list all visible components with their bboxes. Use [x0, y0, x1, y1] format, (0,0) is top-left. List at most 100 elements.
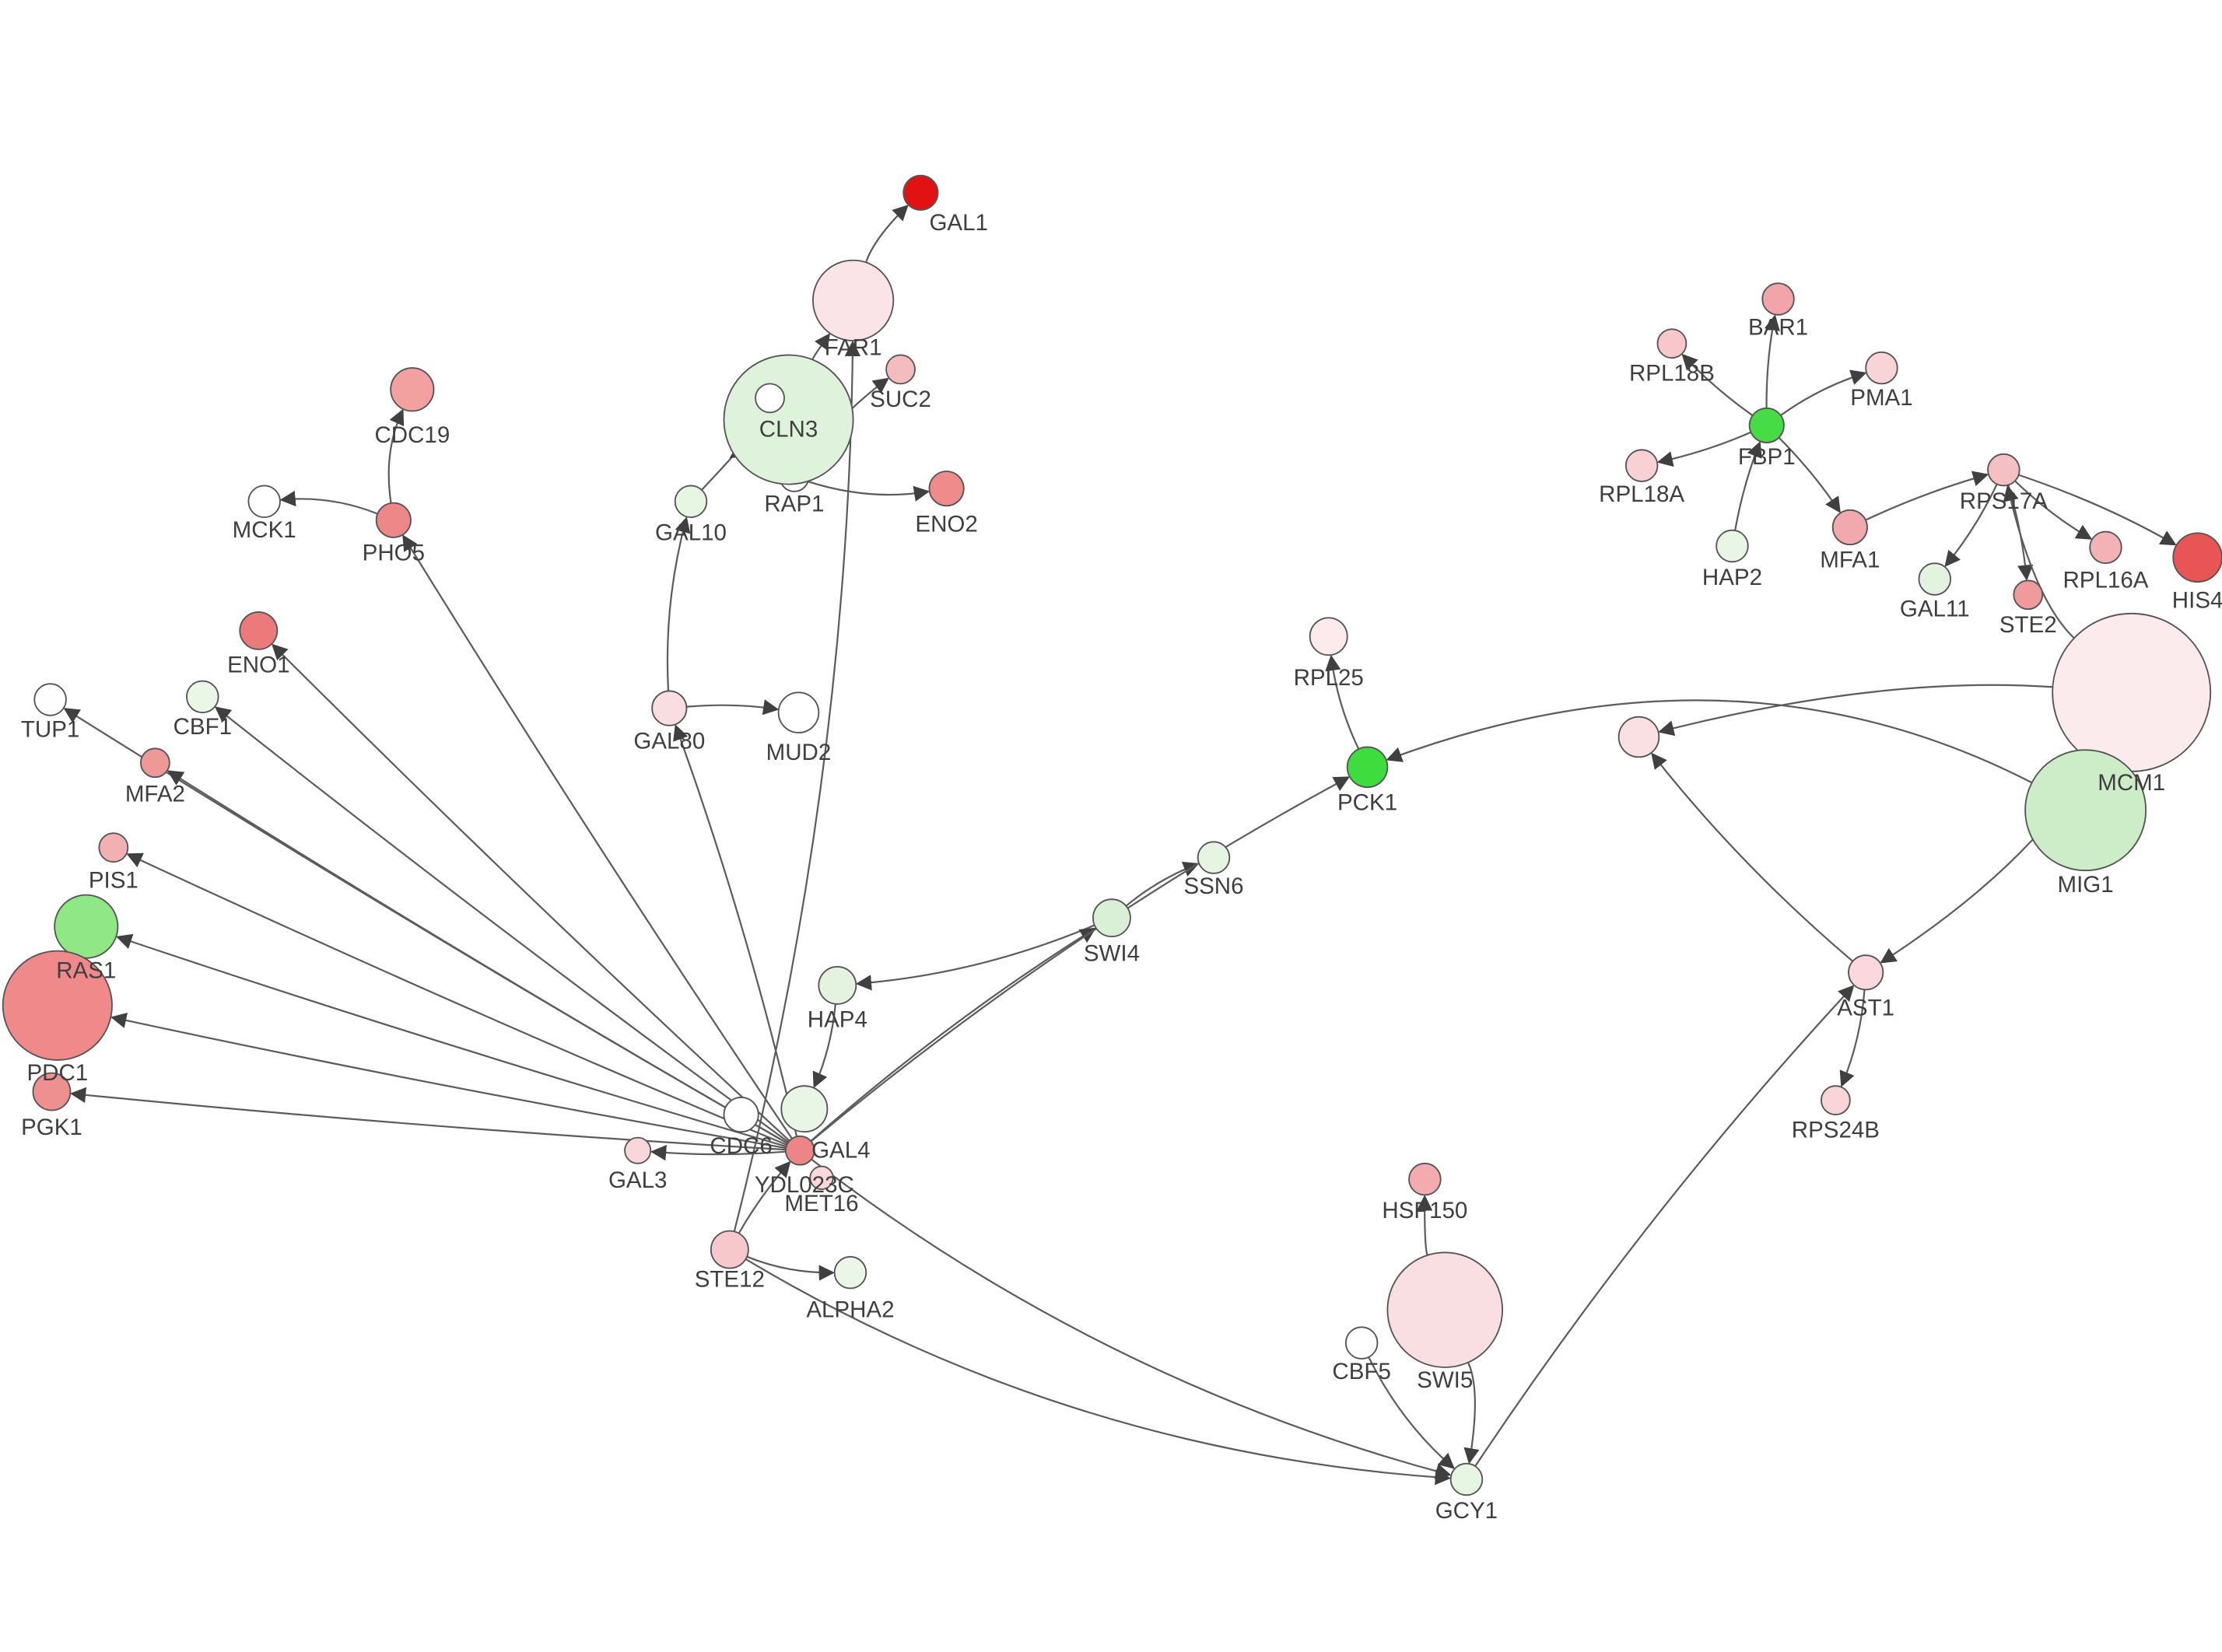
node-RPL18A[interactable]	[1624, 449, 1659, 482]
node-GAL11[interactable]	[1918, 562, 1951, 596]
node-GCY1[interactable]	[1449, 1462, 1484, 1496]
node-MCM1[interactable]	[2052, 612, 2212, 772]
node-SWI5[interactable]	[1386, 1251, 1503, 1368]
node-MFA1[interactable]	[1831, 509, 1868, 546]
edge-AST1-N1	[1651, 752, 1854, 962]
edge-MCM1-RPS17A	[2003, 485, 2075, 639]
edges-layer	[63, 205, 2177, 1486]
edge-FBP1-BAR1	[1764, 314, 1780, 408]
node-label-GAL3: GAL3	[608, 1167, 667, 1193]
node-label-ENO2: ENO2	[915, 512, 977, 537]
node-PDC1[interactable]	[2, 950, 113, 1061]
node-CDC19[interactable]	[390, 367, 435, 412]
node-CDC6[interactable]	[723, 1097, 759, 1133]
node-CLN3[interactable]	[723, 354, 854, 485]
node-ALPHA2[interactable]	[833, 1255, 867, 1290]
edge-HAP2-FBP1	[1734, 441, 1762, 531]
node-FBP1[interactable]	[1748, 407, 1785, 443]
edge-GAL4-CBF1	[214, 706, 790, 1143]
node-PHO5[interactable]	[375, 502, 412, 538]
node-ENO1[interactable]	[239, 611, 279, 650]
node-RPS24B[interactable]	[1821, 1085, 1851, 1116]
node-AST1[interactable]	[1848, 954, 1884, 991]
node-label-MUD2: MUD2	[766, 740, 832, 765]
node-MCK1[interactable]	[247, 485, 281, 519]
node-CBF5[interactable]	[1344, 1326, 1379, 1360]
node-TUP1[interactable]	[33, 683, 67, 716]
nodes-layer	[2, 174, 2222, 1496]
node-MUD2[interactable]	[777, 691, 820, 733]
edge-GAL4-PHO5	[402, 534, 793, 1139]
node-label-SSN6: SSN6	[1183, 873, 1243, 899]
node-label-ALPHA2: ALPHA2	[806, 1297, 894, 1322]
node-PIS1[interactable]	[98, 832, 129, 863]
node-label-RPL18B: RPL18B	[1629, 361, 1715, 387]
node-label-SUC2: SUC2	[870, 387, 931, 412]
node-STE12[interactable]	[710, 1230, 749, 1269]
edge-GAL4-RAS1	[116, 933, 787, 1148]
node-GAL80[interactable]	[651, 690, 688, 726]
node-label-PIS1: PIS1	[89, 867, 138, 893]
node-BAR1[interactable]	[1761, 282, 1795, 316]
edge-STE12-GCY1	[745, 1258, 1451, 1486]
node-GAL10[interactable]	[674, 485, 708, 519]
node-HSP150[interactable]	[1408, 1162, 1442, 1196]
edge-STE12-ALPHA2	[746, 1255, 835, 1281]
node-GAL3[interactable]	[624, 1136, 652, 1164]
edge-SWI5-HSP150	[1416, 1195, 1433, 1256]
edge-FBP1-RPL18A	[1656, 431, 1751, 467]
node-label-HIS4: HIS4	[2172, 587, 2222, 613]
node-YDL023C[interactable]	[780, 1085, 829, 1133]
node-RPL18B[interactable]	[1656, 328, 1688, 359]
node-RPS17A[interactable]	[1987, 453, 2020, 487]
node-FAR1[interactable]	[812, 259, 895, 341]
node-label-MFA1: MFA1	[1820, 548, 1880, 573]
edge-FBP1-MFA1	[1778, 436, 1841, 513]
node-MET16[interactable]	[809, 1165, 834, 1191]
node-label-CLN3: CLN3	[759, 417, 818, 443]
node-label-AST1: AST1	[1837, 996, 1894, 1021]
node-PGK1[interactable]	[32, 1072, 72, 1111]
node-ENO2[interactable]	[928, 471, 965, 507]
node-SSN6[interactable]	[1197, 841, 1231, 874]
edge-HAP4-YDL023C	[812, 1003, 837, 1089]
node-label-FBP1: FBP1	[1738, 444, 1796, 470]
node-label-RPL16A: RPL16A	[2063, 568, 2148, 593]
node-HAP2[interactable]	[1716, 529, 1749, 563]
node-GAL4[interactable]	[784, 1135, 815, 1166]
node-label-CDC6: CDC6	[710, 1133, 772, 1159]
node-label-BAR1: BAR1	[1748, 315, 1808, 341]
node-PCK1[interactable]	[1346, 746, 1389, 789]
node-label-PDC1: PDC1	[26, 1060, 88, 1086]
edge-MCM1-N1	[1658, 684, 2053, 737]
node-RAS1[interactable]	[54, 894, 119, 959]
edge-GAL4-MFA2	[166, 770, 788, 1144]
node-HIS4[interactable]	[2172, 532, 2222, 583]
node-HAP4[interactable]	[818, 966, 857, 1005]
node-label-STE12: STE12	[695, 1267, 765, 1293]
node-label-SWI4: SWI4	[1084, 941, 1140, 967]
edge-RAP1-ENO2	[808, 481, 931, 502]
edge-GAL4-PDC1	[110, 1012, 787, 1150]
node-PMA1[interactable]	[1865, 351, 1898, 385]
node-label-PMA1: PMA1	[1850, 385, 1912, 411]
node-label-PGK1: PGK1	[21, 1115, 82, 1140]
node-SWI4[interactable]	[1092, 898, 1131, 938]
edge-PHO5-CDC19	[387, 408, 405, 503]
edge-FAR1-GAL1	[864, 205, 909, 263]
node-RPL16A[interactable]	[2089, 530, 2122, 565]
node-MIG1[interactable]	[2024, 749, 2147, 872]
node-SUC2[interactable]	[885, 354, 916, 385]
node-label-RPS17A: RPS17A	[1960, 488, 2049, 514]
node-N2[interactable]	[755, 383, 785, 414]
edge-GAL80-MUD2	[686, 699, 780, 716]
node-CBF1[interactable]	[186, 680, 219, 714]
node-GAL1[interactable]	[902, 174, 939, 211]
node-label-RAS1: RAS1	[56, 958, 116, 984]
node-STE2[interactable]	[2013, 579, 2044, 611]
node-label-GAL11: GAL11	[1900, 596, 1970, 621]
node-N1[interactable]	[1617, 716, 1660, 758]
node-MFA2[interactable]	[140, 747, 170, 779]
node-RPL25[interactable]	[1309, 617, 1348, 656]
